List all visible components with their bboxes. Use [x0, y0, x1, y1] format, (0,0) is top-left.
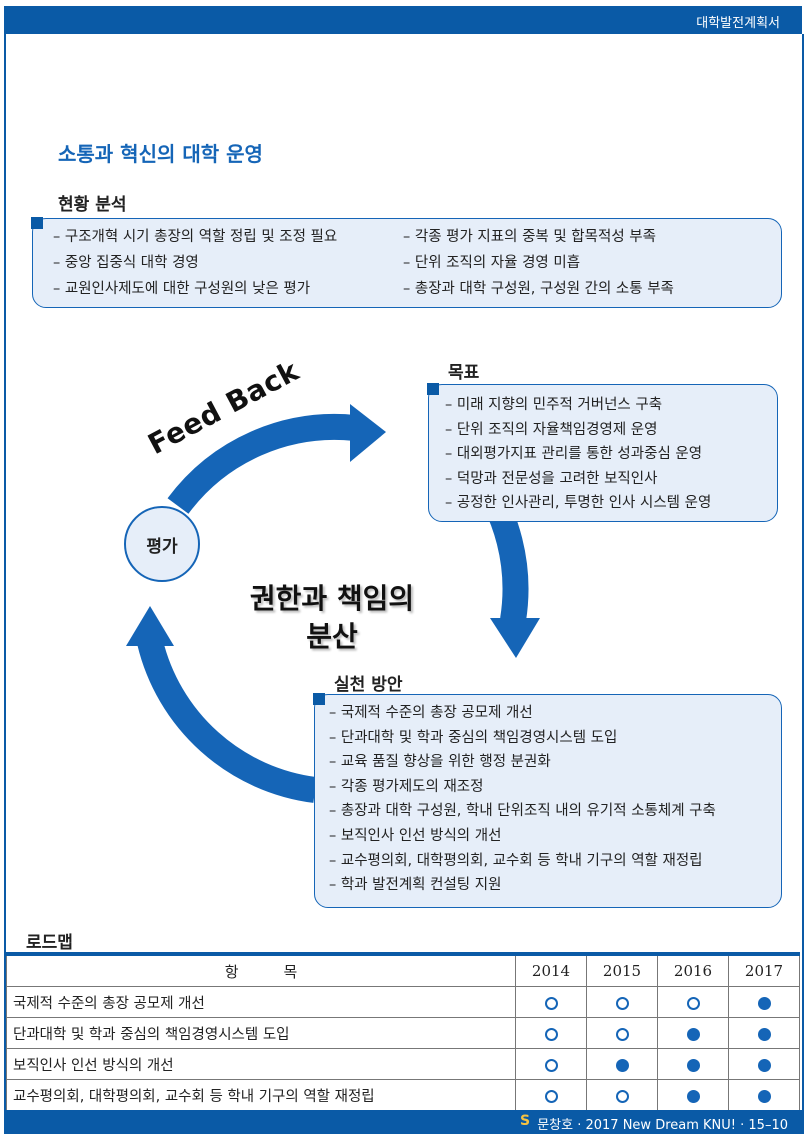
roadmap-mark-cell [515, 1079, 587, 1111]
roadmap-mark-cell [657, 1079, 729, 1111]
open-circle-icon [544, 996, 558, 1010]
goals-item: – 미래 지향의 민주적 거버넌스 구축 [445, 397, 663, 413]
goals-box: – 미래 지향의 민주적 거버넌스 구축 – 단위 조직의 자율책임경영제 운영 –… [427, 383, 778, 522]
roadmap-mark-cell [728, 1048, 800, 1080]
roadmap-item: 국제적 수준의 총장 공모제 개선 [6, 986, 516, 1018]
evaluation-node: 평가 [124, 506, 200, 582]
roadmap-item: 교수평의회, 대학평의회, 교수회 등 학내 기구의 역할 재정립 [6, 1079, 516, 1111]
knu-logo-icon: S [520, 1113, 531, 1129]
filled-circle-icon [757, 996, 771, 1010]
actions-item: – 국제적 수준의 총장 공모제 개선 [329, 705, 533, 721]
roadmap-label: 로드맵 [26, 933, 73, 953]
status-item: – 각종 평가 지표의 중복 및 합목적성 부족 [403, 229, 656, 245]
filled-circle-icon [757, 1058, 771, 1072]
actions-item: – 각종 평가제도의 재조정 [329, 778, 484, 795]
roadmap-mark-cell [515, 1048, 587, 1080]
header-item: 항 목 [6, 953, 516, 987]
filled-circle-icon [757, 1089, 771, 1103]
page-frame [4, 34, 804, 1134]
cycle-arc-top [167, 413, 357, 514]
actions-item: – 보직인사 인선 방식의 개선 [329, 827, 502, 844]
status-label: 현황 분석 [58, 195, 127, 215]
status-list: – 구조개혁 시기 총장의 역할 정립 및 조정 필요 – 각종 평가 지표의 중… [53, 227, 763, 299]
actions-item: – 교수평의회, 대학평의회, 교수회 등 학내 기구의 역할 재정립 [329, 852, 703, 869]
roadmap-mark-cell [657, 1048, 729, 1080]
table-row: 단과대학 및 학과 중심의 책임경영시스템 도입 [6, 1017, 800, 1049]
status-item: – 구조개혁 시기 총장의 역할 정립 및 조정 필요 [53, 229, 338, 245]
open-circle-icon [544, 1058, 558, 1072]
evaluation-label: 평가 [146, 536, 178, 557]
roadmap-mark-cell [515, 986, 587, 1018]
footer-text: 문창호 · 2017 New Dream KNU! · 15–10 [537, 1118, 788, 1133]
actions-box: – 국제적 수준의 총장 공모제 개선 – 단과대학 및 학과 중심의 책임경영시… [313, 693, 782, 908]
roadmap-item: 단과대학 및 학과 중심의 책임경영시스템 도입 [6, 1017, 516, 1049]
actions-item: – 총장과 대학 구성원, 학내 단위조직 내의 유기적 소통체계 구축 [329, 803, 716, 820]
open-circle-icon [615, 1027, 629, 1041]
header-bar: 대학발전계획서 [4, 6, 802, 34]
header-year: 2014 [515, 953, 587, 987]
actions-label: 실천 방안 [334, 675, 403, 695]
roadmap-mark-cell [728, 1079, 800, 1111]
table-row: 교수평의회, 대학평의회, 교수회 등 학내 기구의 역할 재정립 [6, 1079, 800, 1111]
roadmap-header-row: 항 목 2014 2015 2016 2017 [6, 953, 800, 987]
actions-item: – 학과 발전계획 컨설팅 지원 [329, 877, 502, 894]
goals-item: – 단위 조직의 자율책임경영제 운영 [445, 421, 658, 438]
roadmap-mark-cell [657, 1017, 729, 1049]
open-circle-icon [686, 996, 700, 1010]
header-year: 2016 [657, 953, 729, 987]
cycle-arc-bottom [137, 638, 317, 803]
goals-list: – 미래 지향의 민주적 거버넌스 구축 – 단위 조직의 자율책임경영제 운영 –… [445, 393, 711, 516]
filled-circle-icon [686, 1089, 700, 1103]
roadmap-mark-cell [728, 1017, 800, 1049]
center-line-1: 권한과 책임의 [249, 582, 415, 615]
roadmap-mark-cell [586, 1017, 658, 1049]
center-statement: 권한과 책임의 분산 [232, 580, 432, 656]
status-item: – 총장과 대학 구성원, 구성원 간의 소통 부족 [403, 281, 674, 297]
goals-item: – 공정한 인사관리, 투명한 인사 시스템 운영 [445, 495, 712, 512]
filled-circle-icon [615, 1058, 629, 1072]
status-item: – 교원인사제도에 대한 구성원의 낮은 평가 [53, 281, 311, 297]
roadmap-mark-cell [728, 986, 800, 1018]
status-item: – 중앙 집중식 대학 경영 [53, 255, 199, 271]
roadmap-mark-cell [657, 986, 729, 1018]
cycle-arrowhead-left [126, 606, 174, 646]
center-line-2: 분산 [306, 620, 358, 653]
open-circle-icon [615, 996, 629, 1010]
roadmap-mark-cell [586, 1079, 658, 1111]
roadmap-table: 항 목 2014 2015 2016 2017 국제적 수준의 총장 공모제 개… [6, 952, 800, 1111]
roadmap-mark-cell [586, 1048, 658, 1080]
open-circle-icon [544, 1027, 558, 1041]
cycle-arrowhead-right [490, 618, 540, 658]
filled-circle-icon [686, 1027, 700, 1041]
header-year: 2017 [728, 953, 800, 987]
table-row: 국제적 수준의 총장 공모제 개선 [6, 986, 800, 1018]
status-item: – 단위 조직의 자율 경영 미흡 [403, 255, 581, 271]
goals-item: – 대외평가지표 관리를 통한 성과중심 운영 [445, 446, 703, 463]
open-circle-icon [544, 1089, 558, 1103]
filled-circle-icon [757, 1027, 771, 1041]
status-box: – 구조개혁 시기 총장의 역할 정립 및 조정 필요 – 각종 평가 지표의 중… [31, 217, 782, 308]
open-circle-icon [615, 1089, 629, 1103]
table-row: 보직인사 인선 방식의 개선 [6, 1048, 800, 1080]
filled-circle-icon [686, 1058, 700, 1072]
roadmap-mark-cell [586, 986, 658, 1018]
section-title: 소통과 혁신의 대학 운영 [58, 142, 263, 166]
actions-item: – 단과대학 및 학과 중심의 책임경영시스템 도입 [329, 729, 618, 746]
cycle-arrowhead-top [350, 404, 386, 462]
goals-item: – 덕망과 전문성을 고려한 보직인사 [445, 470, 658, 487]
actions-list: – 국제적 수준의 총장 공모제 개선 – 단과대학 및 학과 중심의 책임경영시… [329, 701, 716, 898]
roadmap-mark-cell [515, 1017, 587, 1049]
document-title: 대학발전계획서 [696, 16, 780, 31]
roadmap-item: 보직인사 인선 방식의 개선 [6, 1048, 516, 1080]
header-year: 2015 [586, 953, 658, 987]
actions-item: – 교육 품질 향상을 위한 행정 분권화 [329, 754, 551, 771]
footer-bar: S 문창호 · 2017 New Dream KNU! · 15–10 [4, 1110, 802, 1134]
goals-label: 목표 [448, 363, 480, 383]
